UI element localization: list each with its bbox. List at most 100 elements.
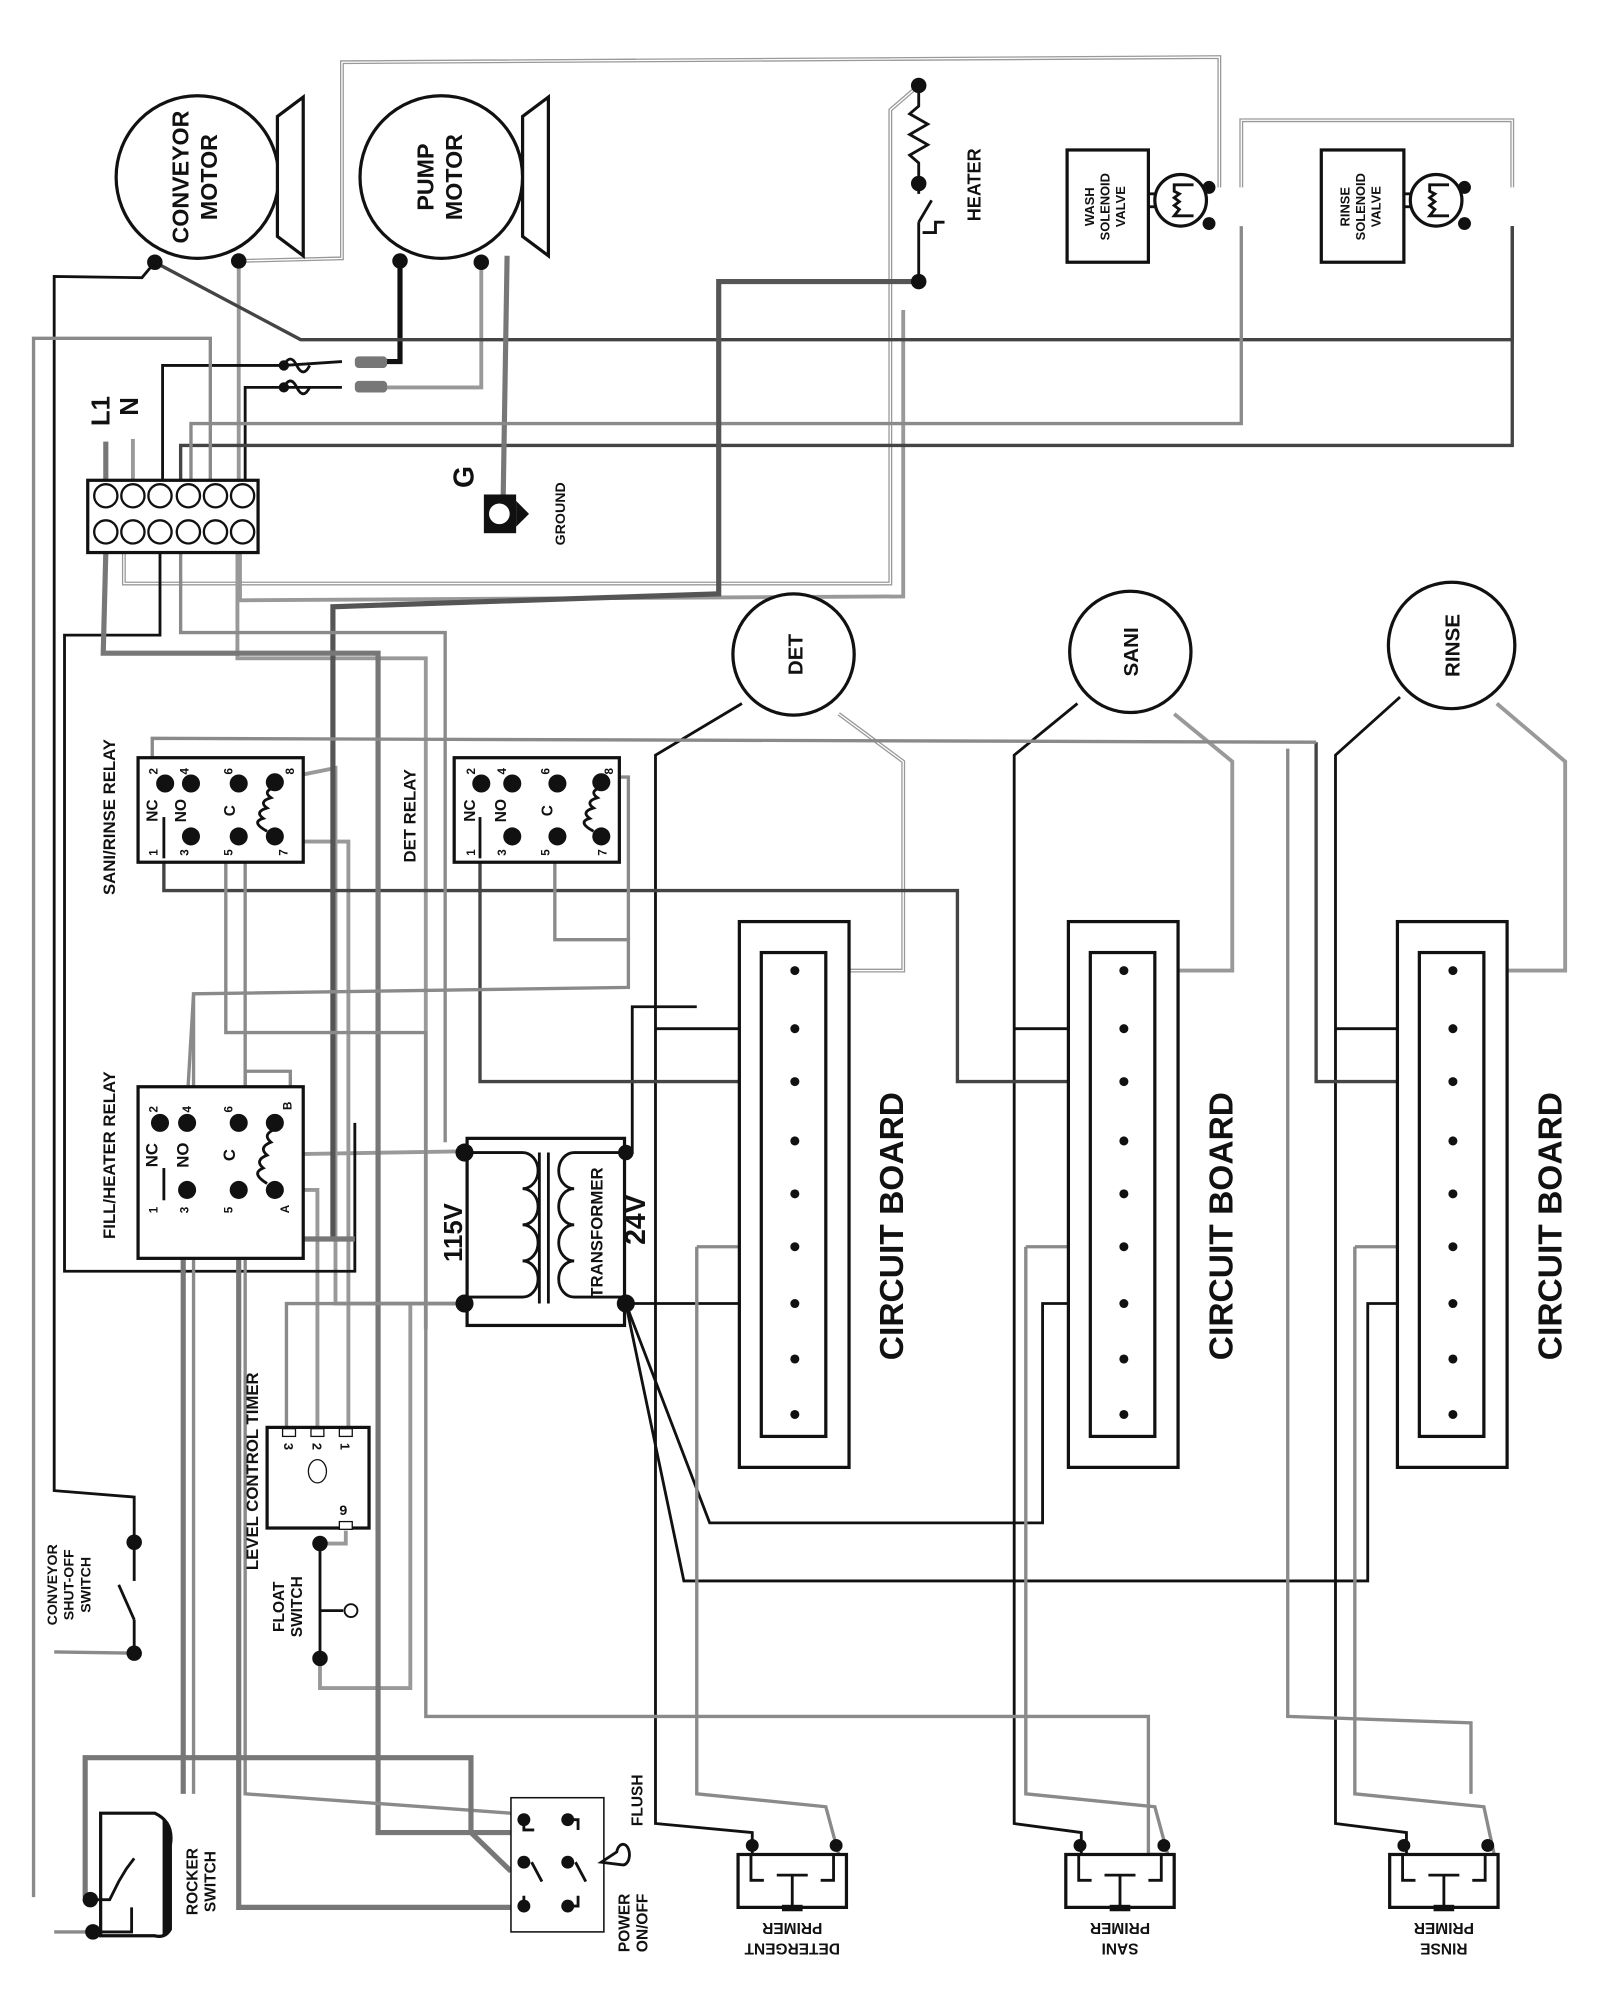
circuit-board-rinse: CIRCUIT BOARD [1395, 919, 1569, 1469]
svg-text:5: 5 [222, 1206, 235, 1213]
svg-text:5: 5 [540, 849, 553, 856]
board-terminal [1448, 1242, 1458, 1252]
connector-icon [354, 356, 388, 369]
svg-text:9: 9 [339, 1503, 347, 1519]
svg-text:SANI/RINSE RELAY: SANI/RINSE RELAY [100, 739, 119, 895]
board-terminal [1448, 1077, 1458, 1087]
board-terminal [1119, 1024, 1129, 1034]
board-terminal [790, 1189, 800, 1199]
board-terminal [1448, 1409, 1458, 1419]
circuit-board-det: CIRCUIT BOARD [737, 919, 911, 1469]
svg-text:5: 5 [222, 849, 235, 856]
board-terminal [790, 966, 800, 976]
board-terminal [790, 1136, 800, 1146]
float-switch: FLOATSWITCH [271, 1530, 359, 1667]
svg-text:7: 7 [278, 849, 291, 855]
wash-solenoid-valve: WASHSOLENOIDVALVE [1065, 148, 1216, 264]
svg-text:C: C [222, 805, 239, 816]
board-terminal [1119, 1136, 1129, 1146]
circuit-boards: CIRCUIT BOARD CIRCUIT BOARD CIRCUIT BOAR… [737, 919, 1569, 1469]
ground-terminal: G GROUND [449, 466, 570, 545]
circuit-board-label: CIRCUIT BOARD [1532, 1092, 1569, 1360]
svg-text:NO: NO [173, 1143, 192, 1168]
gray-wires [31, 226, 1496, 1934]
power-flush-switch: FLUSH POWERON/OFF [510, 1775, 652, 1952]
rinse-motor: RINSE [1386, 580, 1517, 711]
board-terminal [1448, 1024, 1458, 1034]
svg-text:6: 6 [222, 767, 235, 774]
board-terminal [1119, 1299, 1129, 1309]
circuit-board-label: CIRCUIT BOARD [874, 1092, 911, 1360]
svg-text:3: 3 [178, 1206, 191, 1213]
svg-text:2: 2 [309, 1443, 324, 1450]
svg-text:DET: DET [785, 633, 808, 675]
board-terminal [790, 1024, 800, 1034]
svg-text:1: 1 [147, 1206, 160, 1213]
transformer: 115V TRANSFORMER 24V [440, 1136, 652, 1328]
svg-text:4: 4 [181, 1106, 194, 1113]
board-terminal [790, 1354, 800, 1364]
svg-text:4: 4 [178, 767, 191, 774]
circuit-board-sani: CIRCUIT BOARD [1066, 919, 1240, 1469]
svg-text:LEVEL CONTROL TIMER: LEVEL CONTROL TIMER [243, 1372, 262, 1570]
svg-text:FLOATSWITCH: FLOATSWITCH [271, 1576, 306, 1637]
svg-text:6: 6 [222, 1106, 235, 1113]
svg-text:NO: NO [493, 799, 510, 822]
svg-text:4: 4 [496, 767, 509, 774]
svg-text:NO: NO [173, 799, 190, 822]
fill-heater-relay: FILL/HEATER RELAY NC NO C 2 4 6 B 1 3 5 A [100, 1071, 305, 1260]
svg-text:NC: NC [144, 799, 161, 821]
svg-text:2: 2 [465, 768, 478, 774]
svg-text:G: G [449, 466, 481, 488]
svg-text:3: 3 [496, 849, 509, 856]
svg-text:RINSE: RINSE [1441, 614, 1464, 677]
board-terminal [1119, 1189, 1129, 1199]
det-motor: DET [731, 592, 856, 717]
svg-text:8: 8 [284, 767, 297, 774]
svg-text:B: B [282, 1102, 295, 1110]
svg-text:3: 3 [178, 849, 191, 856]
svg-text:NC: NC [142, 1143, 161, 1167]
svg-text:115V: 115V [440, 1202, 468, 1262]
board-terminal [790, 1077, 800, 1087]
board-terminal [1448, 1189, 1458, 1199]
svg-text:3: 3 [281, 1443, 296, 1450]
svg-text:DET RELAY: DET RELAY [400, 769, 419, 862]
sani-motor: SANI [1068, 589, 1193, 715]
svg-text:CONVEYORSHUT-OFFSWITCH: CONVEYORSHUT-OFFSWITCH [45, 1544, 95, 1625]
svg-text:TRANSFORMER: TRANSFORMER [588, 1167, 607, 1297]
svg-text:WASHSOLENOIDVALVE: WASHSOLENOIDVALVE [1082, 173, 1128, 240]
board-terminal [1448, 1299, 1458, 1309]
board-terminal [1119, 1077, 1129, 1087]
svg-text:1: 1 [465, 849, 478, 856]
board-terminal [790, 1242, 800, 1252]
board-terminal [1448, 966, 1458, 976]
board-terminal [790, 1299, 800, 1309]
svg-text:2: 2 [147, 1106, 160, 1112]
svg-text:C: C [220, 1149, 239, 1161]
svg-text:FILL/HEATER RELAY: FILL/HEATER RELAY [100, 1071, 119, 1239]
svg-text:L1: L1 [88, 396, 116, 426]
svg-text:A: A [279, 1204, 292, 1213]
svg-text:1: 1 [147, 849, 160, 856]
svg-text:7: 7 [596, 849, 609, 855]
svg-text:24V: 24V [620, 1194, 652, 1245]
board-terminal [1448, 1136, 1458, 1146]
heater: HEATER [906, 77, 985, 290]
board-terminal [1119, 1409, 1129, 1419]
